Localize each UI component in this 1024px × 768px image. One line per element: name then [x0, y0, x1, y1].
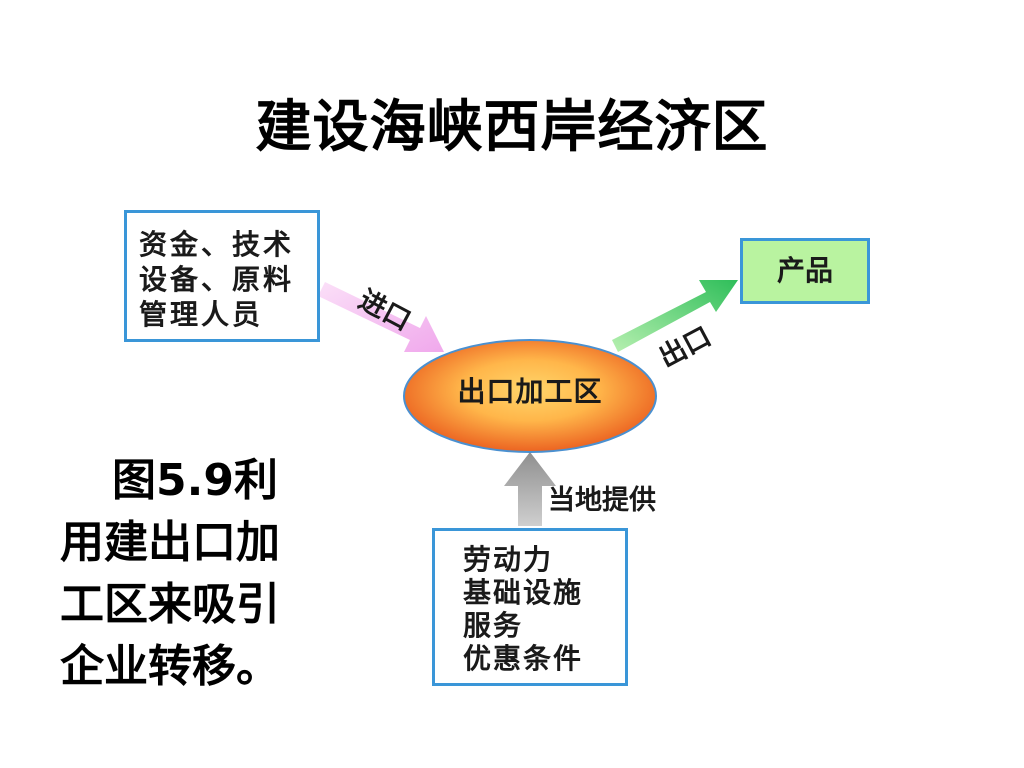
- local-supply-line: 服务: [463, 609, 524, 642]
- local-supply-line: 基础设施: [463, 576, 584, 609]
- local-supply-arrow: [504, 452, 556, 526]
- export-arrow: [612, 280, 738, 352]
- caption-line: 用建出口加: [60, 517, 280, 568]
- local-supply-box: 劳动力 基础设施 服务 优惠条件: [432, 528, 628, 686]
- local-supply-line: 劳动力: [463, 543, 554, 576]
- inputs-line: 管理人员: [139, 298, 264, 331]
- caption-line: 工区来吸引: [60, 579, 280, 630]
- inputs-box: 资金、技术 设备、原料 管理人员: [124, 210, 320, 342]
- inputs-line: 资金、技术: [139, 228, 295, 261]
- product-box: 产品: [740, 238, 870, 304]
- caption-line: 图5.9利: [112, 455, 278, 506]
- import-arrow: [318, 282, 444, 352]
- local-supply-label: 当地提供: [548, 485, 656, 516]
- product-label: 产品: [776, 254, 833, 287]
- export-processing-zone-ellipse: [403, 339, 657, 453]
- slide-title: 建设海峡西岸经济区: [255, 95, 769, 160]
- figure-caption: 图5.9利 用建出口加 工区来吸引 企业转移。: [60, 450, 330, 698]
- local-supply-line: 优惠条件: [463, 642, 584, 675]
- center-label: 出口加工区: [457, 375, 603, 408]
- inputs-line: 设备、原料: [139, 263, 295, 296]
- caption-line: 企业转移。: [60, 641, 280, 692]
